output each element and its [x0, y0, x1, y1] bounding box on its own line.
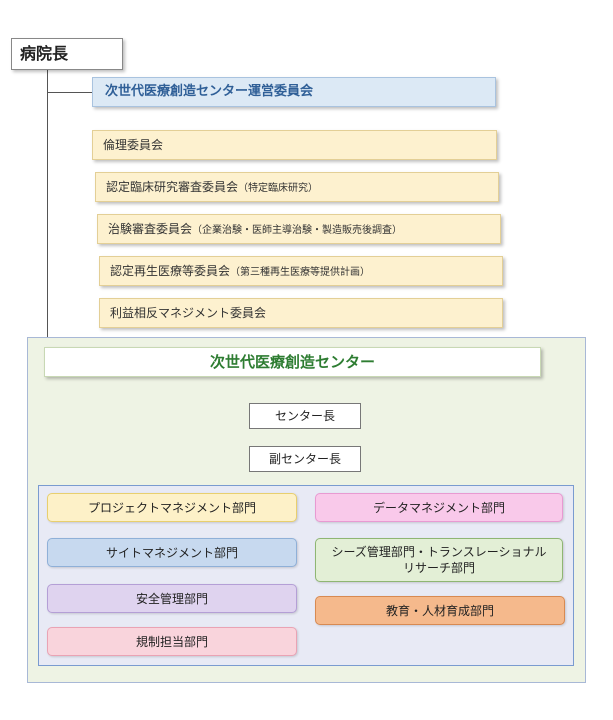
center-title-label: 次世代医療創造センター — [209, 353, 375, 371]
committee-note: （特定臨床研究） — [238, 183, 319, 194]
center-title: 次世代医療創造センター — [44, 347, 541, 377]
committee-clinical-trial-review: 治験審査委員会（企業治験・医師主導治験・製造販売後調査） — [97, 214, 501, 244]
steering-connector-line — [47, 92, 92, 93]
dept-label: 教育・人材育成部門 — [385, 603, 494, 618]
committee-certified-clinical-research: 認定臨床研究審査委員会（特定臨床研究） — [95, 172, 499, 202]
hospital-director-label: 病院長 — [20, 44, 69, 63]
committee-name: 倫理委員会 — [103, 138, 164, 152]
dept-safety-management: 安全管理部門 — [47, 584, 297, 613]
dept-data-management: データマネジメント部門 — [315, 493, 563, 522]
vice-director-label: 副センター長 — [268, 452, 341, 466]
vice-director-box: 副センター長 — [249, 446, 361, 472]
dept-label: プロジェクトマネジメント部門 — [87, 500, 256, 515]
center-director-box: センター長 — [249, 403, 361, 429]
dept-regulatory: 規制担当部門 — [47, 627, 297, 656]
dept-label: データマネジメント部門 — [372, 500, 505, 515]
committee-note: （第三種再生医療等提供計画） — [230, 267, 371, 278]
committee-name: 認定臨床研究審査委員会 — [106, 180, 239, 194]
dept-label: サイトマネジメント部門 — [105, 545, 238, 560]
dept-site-management: サイトマネジメント部門 — [47, 538, 297, 567]
dept-education-hr: 教育・人材育成部門 — [315, 596, 565, 625]
dept-seeds-translational: シーズ管理部門・トランスレーショナルリサーチ部門 — [315, 538, 563, 582]
center-director-label: センター長 — [274, 409, 335, 423]
dept-label: 安全管理部門 — [135, 591, 208, 606]
committee-regenerative-medicine: 認定再生医療等委員会（第三種再生医療等提供計画） — [99, 256, 503, 286]
main-trunk-line — [47, 70, 48, 337]
committee-ethics: 倫理委員会 — [92, 130, 497, 160]
committee-name: 利益相反マネジメント委員会 — [110, 306, 267, 320]
committee-name: 認定再生医療等委員会 — [110, 264, 231, 278]
committee-conflict-of-interest: 利益相反マネジメント委員会 — [99, 298, 503, 328]
steering-committee-box: 次世代医療創造センター運営委員会 — [92, 77, 496, 107]
committee-note: （企業治験・医師主導治験・製造販売後調査） — [192, 225, 403, 236]
committee-name: 治験審査委員会 — [108, 222, 193, 236]
dept-project-management: プロジェクトマネジメント部門 — [47, 493, 297, 522]
dept-label: シーズ管理部門・トランスレーショナルリサーチ部門 — [331, 545, 547, 575]
steering-committee-label: 次世代医療創造センター運営委員会 — [105, 84, 314, 99]
hospital-director-box: 病院長 — [11, 38, 123, 70]
dept-label: 規制担当部門 — [135, 634, 208, 649]
